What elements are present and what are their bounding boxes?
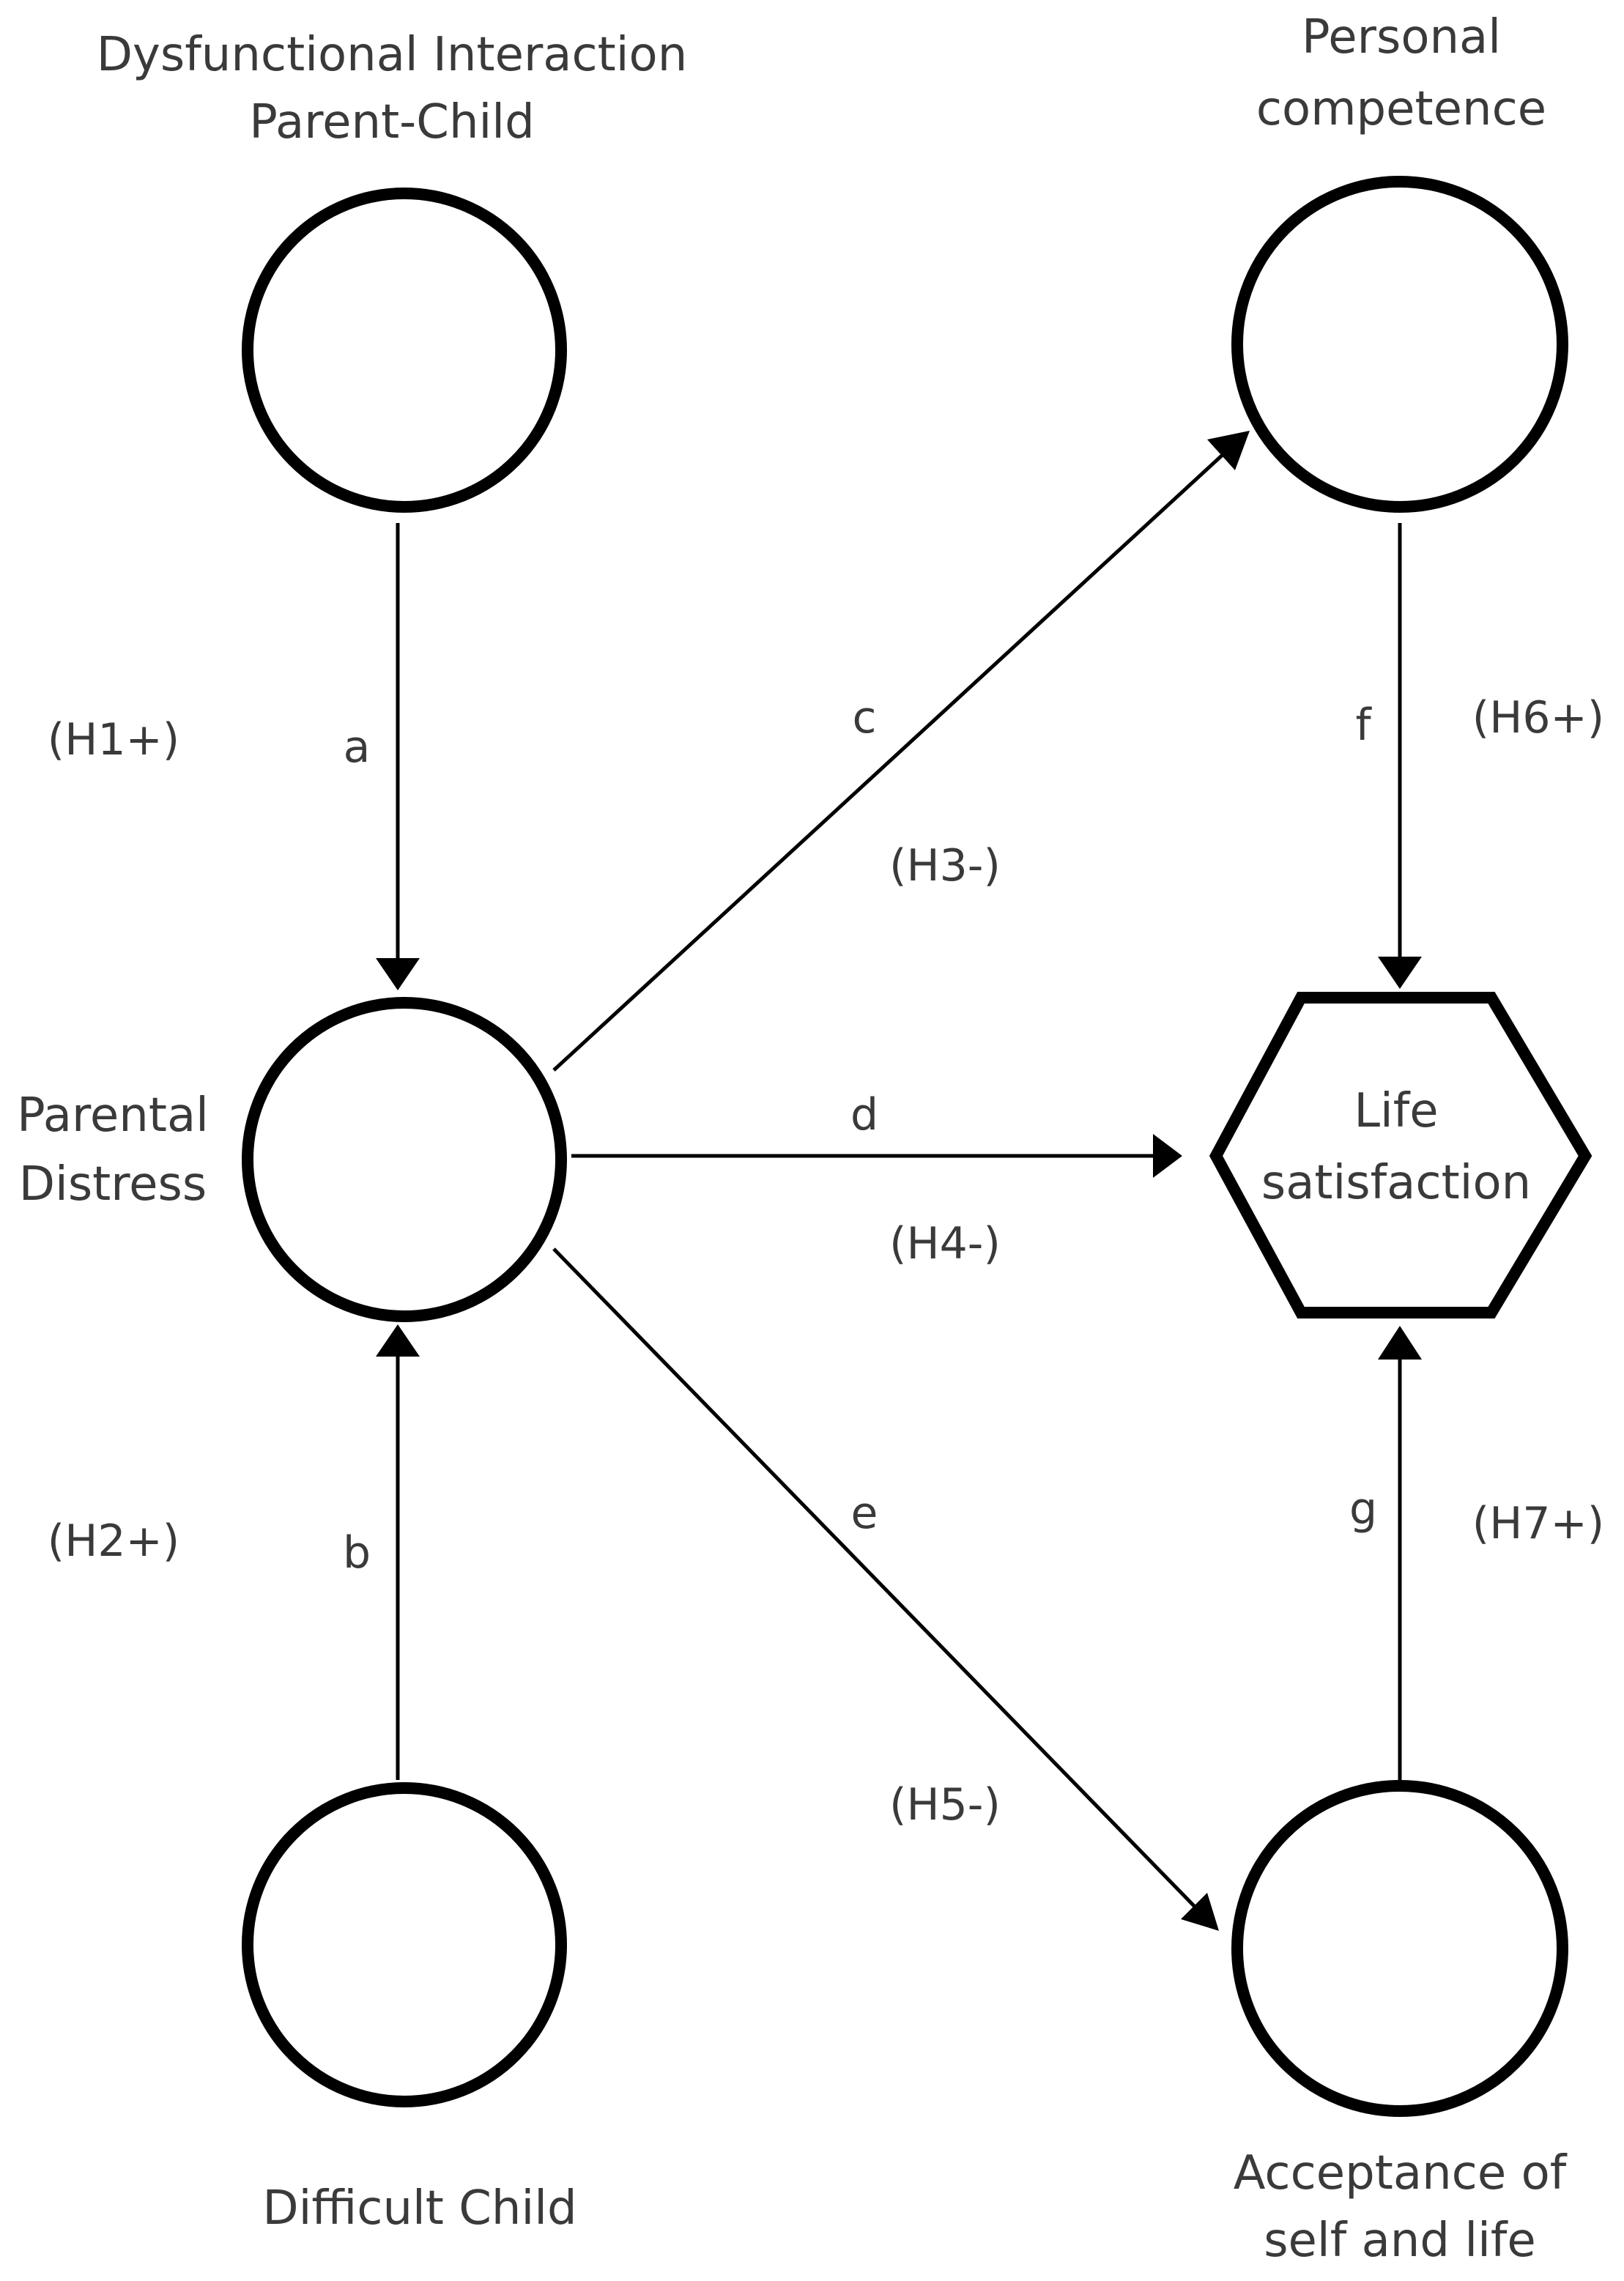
- arrowhead-b: [376, 1324, 420, 1357]
- hypothesis-h7: (H7+): [1472, 1498, 1604, 1549]
- arrowhead-e: [1181, 1893, 1219, 1931]
- parental-distress-node: [242, 997, 567, 1322]
- path-label-d: d: [850, 1089, 878, 1140]
- arrow-f: [1378, 523, 1422, 989]
- life-satisfaction-label-line1: Life: [1354, 1084, 1438, 1138]
- arrow-e: [552, 1247, 1219, 1931]
- hypothesis-h4: (H4-): [889, 1218, 1001, 1269]
- arrow-d: [571, 1134, 1182, 1178]
- dysfunctional-interaction-label-line2: Parent-Child: [249, 95, 534, 149]
- arrowhead-a: [376, 958, 420, 990]
- dysfunctional-interaction-node: [242, 188, 567, 513]
- arrow-c: [552, 431, 1250, 1072]
- difficult-child-node: [242, 1782, 567, 2107]
- arrowhead-f: [1378, 957, 1422, 989]
- parental-distress-label-line2: Distress: [19, 1157, 207, 1212]
- arrowhead-d: [1153, 1134, 1182, 1178]
- arrowhead-c: [1207, 431, 1250, 470]
- path-label-e: e: [851, 1488, 878, 1539]
- arrow-b: [376, 1324, 420, 1780]
- hypothesis-h3: (H3-): [889, 840, 1001, 891]
- path-label-a: a: [344, 722, 371, 773]
- hypothesis-h6: (H6+): [1472, 692, 1604, 743]
- life-satisfaction-label-line2: satisfaction: [1261, 1156, 1531, 1210]
- arrow-g: [1378, 1326, 1422, 1780]
- hypothesis-h2: (H2+): [48, 1516, 179, 1567]
- path-label-c: c: [853, 692, 877, 743]
- path-label-b: b: [343, 1527, 371, 1579]
- arrowhead-g: [1378, 1326, 1422, 1360]
- parental-distress-label-line1: Parental: [17, 1088, 209, 1143]
- acceptance-self-life-node: [1231, 1780, 1568, 2117]
- personal-competence-node: [1231, 176, 1568, 513]
- hypothesis-h5: (H5-): [889, 1779, 1001, 1831]
- dysfunctional-interaction-label-line1: Dysfunctional Interaction: [97, 28, 688, 82]
- personal-competence-label-line1: Personal: [1302, 10, 1501, 64]
- path-label-f: f: [1355, 700, 1372, 751]
- path-label-g: g: [1349, 1483, 1377, 1535]
- difficult-child-label: Difficult Child: [262, 2181, 576, 2236]
- life-satisfaction-node: [1209, 992, 1593, 1318]
- acceptance-self-life-label-line1: Acceptance of: [1234, 2146, 1568, 2200]
- hypothesis-h1: (H1+): [48, 714, 179, 765]
- personal-competence-label-line2: competence: [1256, 82, 1546, 136]
- arrow-a: [376, 523, 420, 990]
- acceptance-self-life-label-line2: self and life: [1264, 2214, 1536, 2268]
